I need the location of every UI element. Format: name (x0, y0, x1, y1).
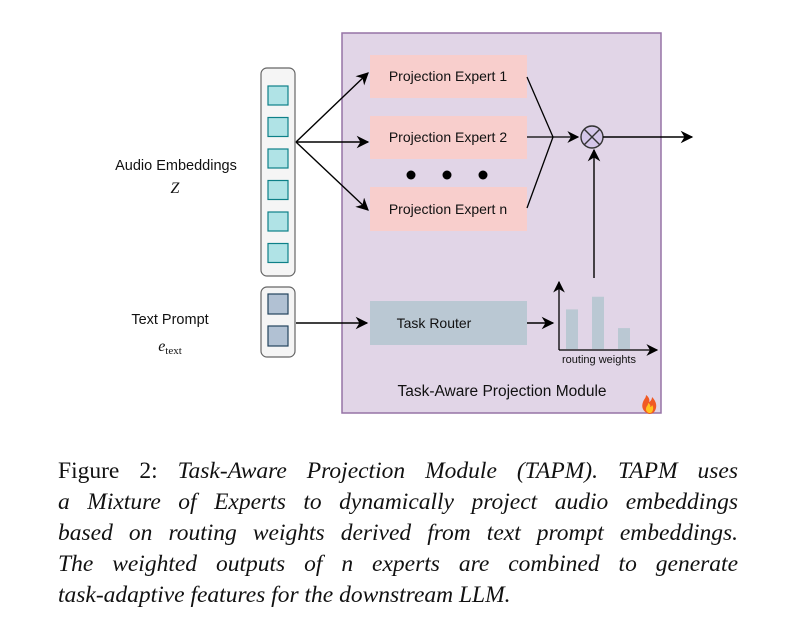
caption-prefix: Figure 2: (58, 458, 178, 484)
routing-weights-chart: routing weights (553, 280, 659, 366)
task-router-label: Task Router (397, 315, 472, 331)
projection-expert-n-box (370, 187, 527, 231)
caption-line: based on routing weights derived from te… (58, 518, 738, 549)
task-router-box (370, 301, 527, 345)
projection-expert-2-label: Projection Expert 2 (389, 129, 507, 145)
tapm-diagram: Audio Embeddings Z Text Prompt etext Pro… (115, 32, 694, 414)
projection-expert-1-box (370, 55, 527, 98)
text-token-group (267, 293, 289, 347)
caption-line: a Mixture of Experts to dynamically proj… (58, 487, 738, 518)
routing-weight-bar-1 (566, 309, 578, 349)
caption-line: task-adaptive features for the downstrea… (58, 580, 738, 611)
expert1-merge-line (526, 76, 554, 138)
expertn-merge-line (526, 136, 554, 209)
audio-embeddings-symbol: Z (171, 180, 181, 197)
text-token-2 (267, 325, 289, 347)
audio-to-expertn-arrow (295, 141, 369, 211)
caption-text: The weighted outputs of n experts are co… (58, 551, 738, 577)
caption-line: The weighted outputs of n experts are co… (58, 549, 738, 580)
text-prompt-label: Text Prompt (131, 312, 208, 328)
caption-text: based on routing weights derived from te… (58, 520, 738, 546)
flame-icon (642, 395, 657, 414)
audio-token-1 (267, 85, 289, 106)
caption-line: Figure 2: Task-Aware Projection Module (… (58, 456, 738, 487)
text-prompt-symbol: etext (158, 338, 182, 357)
audio-to-expert1-arrow (295, 72, 369, 143)
audio-token-5 (267, 211, 289, 232)
routing-weight-bar-3 (618, 328, 630, 349)
routing-weights-label: routing weights (562, 354, 636, 366)
ellipsis-dot (478, 170, 488, 180)
caption-text: a Mixture of Experts to dynamically proj… (58, 489, 738, 515)
audio-embeddings-label: Audio Embeddings (115, 158, 237, 174)
caption-text: task-adaptive features for the downstrea… (58, 582, 511, 608)
text-token-1 (267, 293, 289, 315)
projection-expert-n-label: Projection Expert n (389, 201, 507, 217)
ellipsis-dot (406, 170, 416, 180)
routing-weight-bar-2 (592, 296, 604, 349)
audio-token-group (267, 85, 289, 264)
audio-token-3 (267, 148, 289, 169)
audio-token-2 (267, 116, 289, 138)
projection-expert-2-box (370, 116, 527, 159)
projection-expert-1-label: Projection Expert 1 (389, 68, 507, 84)
audio-token-4 (267, 179, 289, 201)
module-title: Task-Aware Projection Module (397, 383, 606, 400)
multiply-circle-icon (580, 125, 604, 149)
figure-caption: Figure 2: Task-Aware Projection Module (… (58, 456, 738, 611)
ellipsis-dot (442, 170, 452, 180)
caption-text: Task-Aware Projection Module (TAPM). TAP… (177, 458, 738, 484)
audio-token-6 (267, 242, 289, 264)
